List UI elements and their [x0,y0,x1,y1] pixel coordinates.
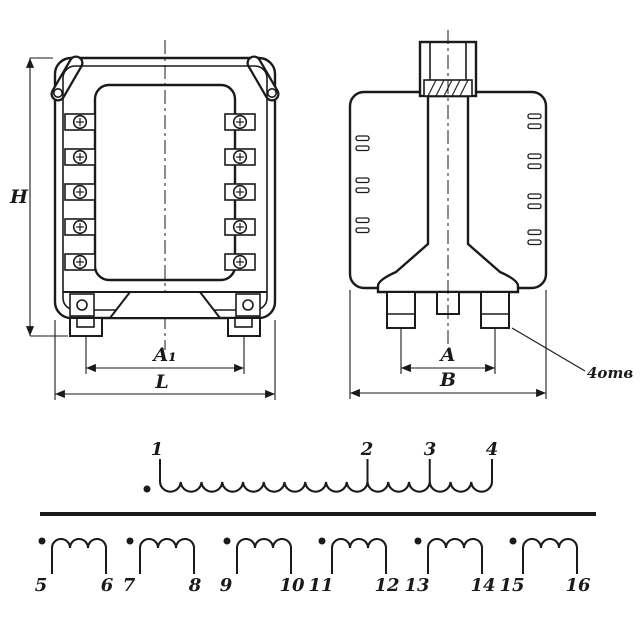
dimension-l: L [54,320,276,400]
base-bolt-left [69,293,95,317]
secondary-polarity-dot [223,537,231,545]
terminal-lug [224,148,256,166]
secondary-coil [50,537,108,576]
terminal-5-label: 5 [35,575,48,596]
lamination-slot [527,193,542,200]
terminal-9-label: 9 [220,575,233,596]
dimension-b: B [349,290,547,399]
strap-ear-hole-right [266,88,277,99]
lamination-slot [527,203,542,210]
terminal-1-label: 1 [151,439,164,460]
secondary-coil [426,537,484,576]
base-trapezoid [107,291,223,319]
holes-callout: 4отв [511,327,633,382]
dim-a1-label: A₁ [151,344,176,366]
primary-polarity-dot [143,485,151,493]
winding-schematic: 1 2 3 4 5 6 7 [35,439,596,596]
lamination-slot [355,187,370,194]
lamination-slot [527,113,542,120]
secondary-coil [235,537,293,576]
terminal-4-label: 4 [486,439,499,460]
terminal-lug [64,148,96,166]
dim-a-label: A [439,344,456,366]
side-view: A B 4отв [348,30,633,399]
terminal-2-label: 2 [360,439,374,460]
terminal-15-label: 15 [499,575,524,596]
dimension-a: A [400,328,496,374]
terminal-13-label: 13 [404,575,429,596]
terminal-lug [224,253,256,271]
side-foot-right [480,291,510,329]
mounting-foot-left [69,317,103,337]
terminal-11-label: 11 [308,575,333,596]
mounting-foot-right [227,317,261,337]
secondary-coil [138,537,196,576]
holes-leader-line [511,327,586,372]
terminal-14-label: 14 [470,575,495,596]
dimension-a1: A₁ [85,336,245,374]
lamination-slot [527,163,542,170]
terminal-lug [64,183,96,201]
lamination-slot [355,145,370,152]
front-view: H A₁ L [9,40,280,400]
lamination-slot [527,239,542,246]
secondary-coil [521,537,579,576]
lamination-slot [355,177,370,184]
base-bolt-right [235,293,261,317]
terminal-lug [64,253,96,271]
terminal-lug [224,113,256,131]
terminal-7-label: 7 [123,575,136,596]
lamination-slot [527,229,542,236]
terminal-lug [64,113,96,131]
dim-l-label: L [154,371,168,393]
terminal-3-label: 3 [424,439,437,460]
strap-ear-hole-left [52,88,63,99]
terminal-10-label: 10 [279,575,305,596]
terminal-16-label: 16 [565,575,591,596]
dim-b-label: B [439,369,456,391]
secondary-windings: 5 6 7 8 9 10 11 12 13 14 15 16 [35,537,591,596]
terminal-6-label: 6 [101,575,114,596]
lamination-slot [355,227,370,234]
strap-ear-right [246,55,280,102]
holes-note-label: 4отв [587,364,633,382]
terminal-lug [64,218,96,236]
secondary-polarity-dot [318,537,326,545]
lamination-slot [527,153,542,160]
terminal-lug [224,183,256,201]
lamination-slot [355,217,370,224]
primary-coil [158,481,494,493]
lamination-slot [355,135,370,142]
dim-h-label: H [9,186,29,208]
primary-winding: 1 2 3 4 [143,439,499,493]
dimension-h: H [9,57,68,337]
side-foot-left [386,291,416,329]
secondary-coil [330,537,388,576]
secondary-polarity-dot [509,537,517,545]
secondary-polarity-dot [414,537,422,545]
terminal-lug [224,218,256,236]
strap-ear-left [50,55,84,102]
terminal-12-label: 12 [374,575,399,596]
secondary-polarity-dot [38,537,46,545]
lamination-slot [527,123,542,130]
secondary-polarity-dot [126,537,134,545]
terminal-8-label: 8 [188,575,202,596]
